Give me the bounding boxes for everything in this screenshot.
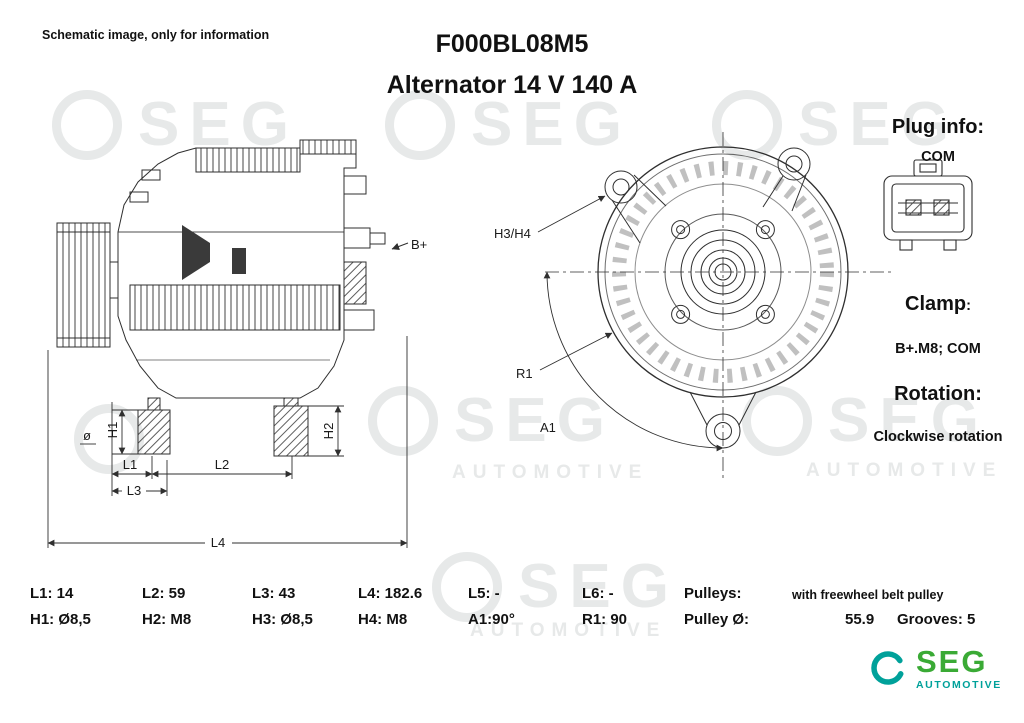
mounting-lug-top-right [762, 147, 811, 212]
seg-brand-text: SEG [916, 644, 988, 679]
diameter-symbol: ø [83, 428, 91, 443]
b-plus-terminal [343, 227, 409, 251]
alternator-side-view-drawing [47, 139, 409, 548]
mounting-lug-top-left [604, 170, 667, 244]
seg-subtitle-text: AUTOMOTIVE [916, 679, 1002, 691]
alternator-front-view-drawing [537, 132, 893, 478]
dim-label-l3: L3 [127, 483, 141, 498]
dim-label-h3-h4: H3/H4 [494, 226, 531, 241]
dim-label-l4: L4 [211, 535, 225, 550]
rear-bracket-side [299, 139, 375, 331]
plug-connector-drawing [883, 159, 973, 251]
shaft-stub-left [137, 397, 171, 455]
seg-automotive-logo: SEG AUTOMOTIVE [868, 646, 1002, 691]
dim-label-r1: R1 [516, 366, 533, 381]
connector-pin [905, 199, 922, 216]
dim-label-h2: H2 [321, 423, 336, 440]
shaft-stub-right [273, 397, 309, 457]
dim-label-l2: L2 [215, 457, 229, 472]
b-plus-label: B+ [411, 237, 427, 252]
drawing-labels: B+ H1 ø H2 L1 L2 L3 L4 H3/H4 R1 A1 [83, 226, 556, 550]
connector-pin [933, 199, 950, 216]
seg-logo-text: SEG AUTOMOTIVE [916, 646, 1002, 691]
alternator-body-side [117, 139, 357, 399]
dim-label-a1: A1 [540, 420, 556, 435]
dim-label-l1: L1 [123, 457, 137, 472]
seg-logo-circle-icon [871, 651, 905, 685]
dimension-lines [47, 336, 408, 548]
pulley-side [56, 222, 118, 348]
dim-label-h1: H1 [105, 422, 120, 439]
front-view-dimensions [537, 195, 724, 452]
